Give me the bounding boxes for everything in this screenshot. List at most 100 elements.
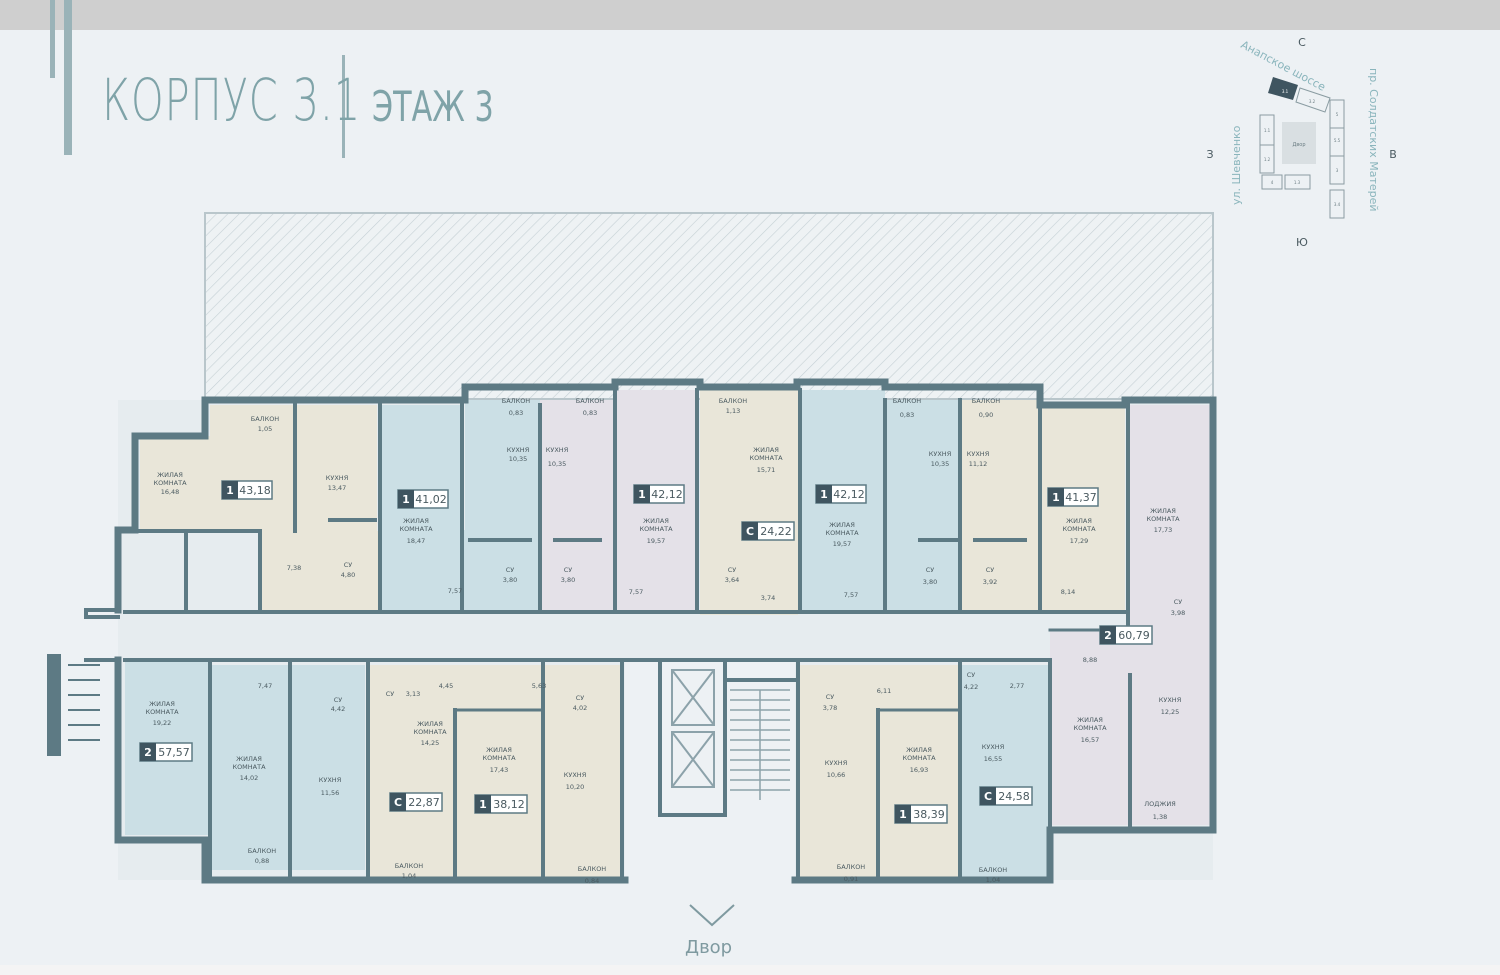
svg-text:8,14: 8,14 <box>1061 588 1075 596</box>
svg-text:10,20: 10,20 <box>566 783 585 791</box>
svg-text:17,29: 17,29 <box>1070 537 1089 545</box>
svg-text:КОМНАТА: КОМНАТА <box>639 525 673 533</box>
svg-text:СУ: СУ <box>344 561 353 569</box>
svg-text:КУХНЯ: КУХНЯ <box>507 446 529 454</box>
badge-area: 43,18 <box>239 484 271 497</box>
svg-text:16,57: 16,57 <box>1081 736 1100 744</box>
svg-text:0,90: 0,90 <box>979 411 993 419</box>
svg-text:КОМНАТА: КОМНАТА <box>1146 515 1180 523</box>
svg-text:КОМНАТА: КОМНАТА <box>153 479 187 487</box>
accent-bar-thin <box>50 0 55 78</box>
unit-b9 <box>960 665 1048 880</box>
unit-a6 <box>700 390 798 615</box>
badge-area: 24,58 <box>998 790 1030 803</box>
svg-text:19,57: 19,57 <box>833 540 852 548</box>
svg-text:КОМНАТА: КОМНАТА <box>413 728 447 736</box>
svg-text:КОМНАТА: КОМНАТА <box>902 754 936 762</box>
svg-text:ЖИЛАЯ: ЖИЛАЯ <box>403 517 429 525</box>
svg-text:17,73: 17,73 <box>1154 526 1173 534</box>
svg-text:ЖИЛАЯ: ЖИЛАЯ <box>486 746 512 754</box>
svg-text:Двор: Двор <box>1292 142 1305 148</box>
yard-arrow-icon <box>689 904 735 927</box>
badge-area: 42,12 <box>833 488 865 501</box>
svg-text:4,22: 4,22 <box>964 683 978 691</box>
svg-text:ЖИЛАЯ: ЖИЛАЯ <box>1150 507 1176 515</box>
svg-text:БАЛКОН: БАЛКОН <box>251 415 280 423</box>
terrace <box>204 212 1214 400</box>
svg-text:7,57: 7,57 <box>844 591 858 599</box>
unit-b2 <box>210 665 290 870</box>
svg-text:БАЛКОН: БАЛКОН <box>576 397 605 405</box>
unit-b3 <box>290 665 365 870</box>
svg-text:СУ: СУ <box>334 696 343 704</box>
walls <box>84 378 1217 884</box>
svg-text:4,42: 4,42 <box>331 705 345 713</box>
svg-text:ЖИЛАЯ: ЖИЛАЯ <box>643 517 669 525</box>
yard-label: Двор <box>685 937 733 958</box>
street-shevchenko: ул. Шевченко <box>1230 125 1243 205</box>
unit-b4 <box>370 665 455 880</box>
svg-text:7,57: 7,57 <box>629 588 643 596</box>
compass-west: З <box>1206 148 1213 161</box>
svg-text:0,83: 0,83 <box>900 411 914 419</box>
badge-type: 1 <box>402 493 410 506</box>
svg-text:КУХНЯ: КУХНЯ <box>967 450 989 458</box>
svg-text:10,66: 10,66 <box>827 771 846 779</box>
svg-text:3,92: 3,92 <box>983 578 997 586</box>
unit-b7 <box>800 665 878 880</box>
badge-area: 24,22 <box>760 525 792 538</box>
svg-text:ЖИЛАЯ: ЖИЛАЯ <box>149 700 175 708</box>
svg-text:7,57: 7,57 <box>448 587 462 595</box>
svg-text:КУХНЯ: КУХНЯ <box>546 446 568 454</box>
svg-text:КУХНЯ: КУХНЯ <box>326 474 348 482</box>
svg-text:3,98: 3,98 <box>1171 609 1185 617</box>
svg-text:10,35: 10,35 <box>509 455 528 463</box>
badge-type: 1 <box>899 808 907 821</box>
svg-text:СУ: СУ <box>1174 598 1183 606</box>
svg-text:ЛОДЖИЯ: ЛОДЖИЯ <box>1144 800 1175 808</box>
svg-text:11,12: 11,12 <box>969 460 988 468</box>
badge-area: 22,87 <box>408 796 440 809</box>
svg-text:11,56: 11,56 <box>321 789 340 797</box>
svg-text:10,35: 10,35 <box>548 460 567 468</box>
svg-text:0,88: 0,88 <box>255 857 269 865</box>
svg-text:14,02: 14,02 <box>240 774 259 782</box>
unit-a3 <box>465 400 540 610</box>
unit-b6 <box>543 665 621 880</box>
svg-text:12,25: 12,25 <box>1161 708 1180 716</box>
apartment-badges: 1 43,18 1 41,02 1 42,12 С 24,22 1 42,12 … <box>139 480 1153 824</box>
unit-a9 <box>960 400 1040 610</box>
unit-a4 <box>540 400 615 610</box>
svg-text:БАЛКОН: БАЛКОН <box>248 847 277 855</box>
svg-text:КОМНАТА: КОМНАТА <box>749 454 783 462</box>
stairs <box>730 689 790 800</box>
svg-text:БАЛКОН: БАЛКОН <box>837 863 866 871</box>
svg-text:0,91: 0,91 <box>844 875 858 883</box>
svg-text:1.1: 1.1 <box>1264 128 1271 133</box>
svg-text:1,04: 1,04 <box>986 876 1000 884</box>
svg-text:3,13: 3,13 <box>406 690 420 698</box>
svg-text:ЖИЛАЯ: ЖИЛАЯ <box>236 755 262 763</box>
svg-text:19,57: 19,57 <box>647 537 666 545</box>
compass-east: В <box>1389 148 1397 161</box>
svg-text:1,05: 1,05 <box>258 425 272 433</box>
svg-text:16,55: 16,55 <box>984 755 1003 763</box>
accent-bar-thick <box>64 0 72 155</box>
floor-title: ЭТАЖ 3 <box>372 82 494 131</box>
svg-text:3,80: 3,80 <box>561 576 575 584</box>
svg-text:19,22: 19,22 <box>153 719 172 727</box>
unit-a10 <box>1040 405 1125 610</box>
compass-south: Ю <box>1296 236 1308 249</box>
svg-text:КОМНАТА: КОМНАТА <box>1073 724 1107 732</box>
svg-text:СУ: СУ <box>986 566 995 574</box>
svg-text:14,25: 14,25 <box>421 739 440 747</box>
svg-text:18,47: 18,47 <box>407 537 426 545</box>
svg-text:3,80: 3,80 <box>503 576 517 584</box>
svg-text:СУ: СУ <box>826 693 835 701</box>
unit-b8 <box>878 665 958 880</box>
badge-area: 57,57 <box>158 746 190 759</box>
badge-type: С <box>984 790 992 803</box>
svg-text:КУХНЯ: КУХНЯ <box>825 759 847 767</box>
svg-text:4,45: 4,45 <box>439 682 453 690</box>
